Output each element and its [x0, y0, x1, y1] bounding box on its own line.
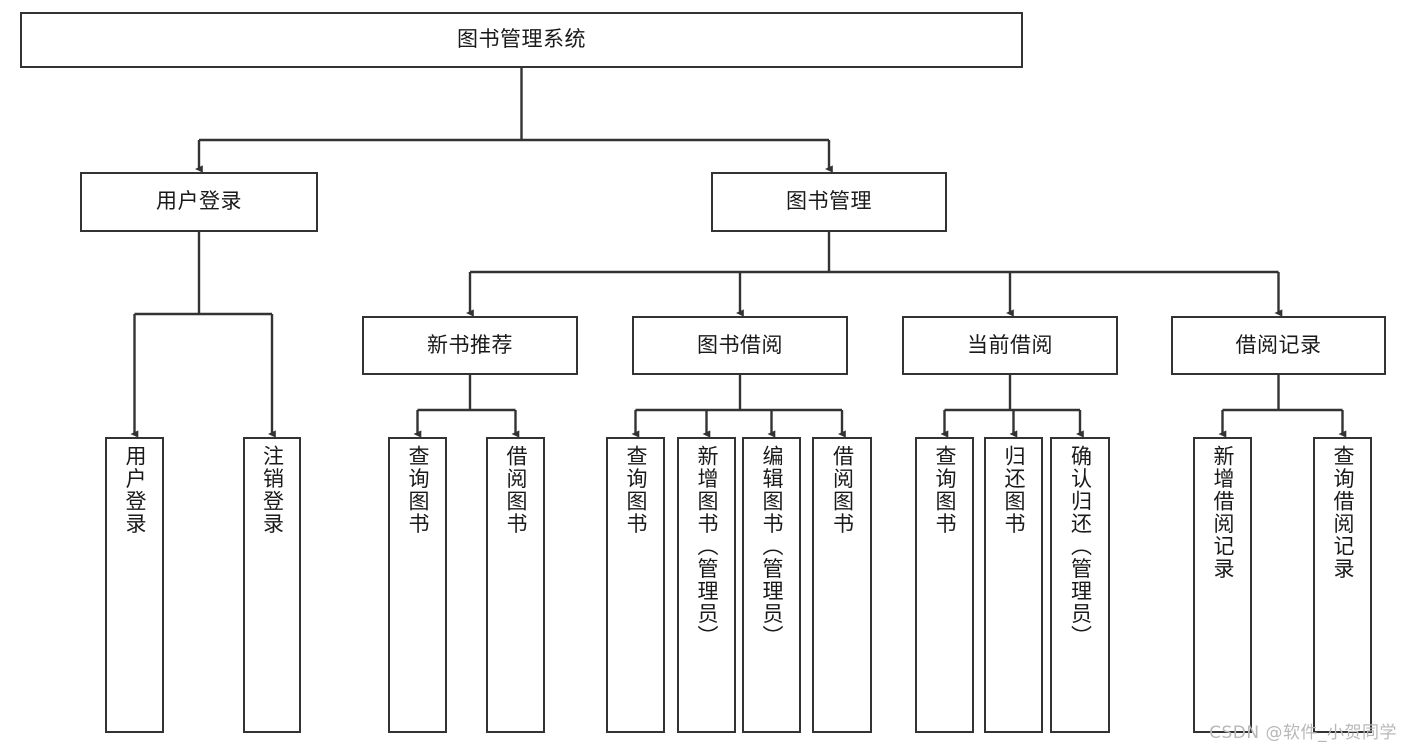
- node-label: 查询图书: [624, 445, 648, 535]
- node-leaf-add-record[interactable]: 新增借阅记录: [1193, 437, 1252, 733]
- node-label: 查询图书: [406, 445, 430, 535]
- edge-path-group: [130, 68, 1347, 438]
- node-label: 用户登录: [156, 189, 242, 214]
- node-label: 当前借阅: [967, 332, 1053, 357]
- node-leaf-query-book-3[interactable]: 查询图书: [915, 437, 974, 733]
- node-leaf-borrow-book-2[interactable]: 借阅图书: [812, 437, 872, 733]
- node-root[interactable]: 图书管理系统: [20, 12, 1023, 68]
- node-borrow-record[interactable]: 借阅记录: [1171, 316, 1386, 375]
- node-new-book-rec[interactable]: 新书推荐: [362, 316, 578, 375]
- node-leaf-confirm-return[interactable]: 确认归还（管理员）: [1050, 437, 1110, 733]
- node-label: 新增借阅记录: [1211, 445, 1235, 580]
- node-user-login[interactable]: 用户登录: [80, 172, 318, 232]
- node-label: 新书推荐: [427, 332, 513, 357]
- node-label: 借阅图书: [504, 445, 528, 535]
- node-leaf-add-book[interactable]: 新增图书（管理员）: [677, 437, 736, 733]
- node-label: 图书借阅: [697, 332, 783, 357]
- node-label: 归还图书: [1002, 445, 1026, 535]
- node-label: 借阅图书: [830, 445, 855, 535]
- node-leaf-user-login[interactable]: 用户登录: [105, 437, 164, 733]
- node-leaf-query-book-1[interactable]: 查询图书: [388, 437, 447, 733]
- node-leaf-return-book[interactable]: 归还图书: [984, 437, 1043, 733]
- node-label: 图书管理系统: [457, 27, 586, 52]
- node-label: 确认归还（管理员）: [1068, 445, 1093, 648]
- node-leaf-edit-book[interactable]: 编辑图书（管理员）: [742, 437, 801, 733]
- node-leaf-query-record[interactable]: 查询借阅记录: [1313, 437, 1372, 733]
- node-label: 查询图书: [933, 445, 957, 535]
- node-leaf-query-book-2[interactable]: 查询图书: [606, 437, 665, 733]
- node-label: 新增图书（管理员）: [695, 445, 719, 648]
- node-book-borrow[interactable]: 图书借阅: [632, 316, 848, 375]
- node-label: 编辑图书（管理员）: [760, 445, 784, 648]
- node-label: 借阅记录: [1235, 332, 1322, 357]
- node-leaf-user-logout[interactable]: 注销登录: [243, 437, 301, 733]
- node-book-mgmt[interactable]: 图书管理: [711, 172, 947, 232]
- node-label: 用户登录: [123, 445, 147, 535]
- node-label: 注销登录: [260, 445, 285, 535]
- node-leaf-borrow-book-1[interactable]: 借阅图书: [486, 437, 545, 733]
- node-label: 查询借阅记录: [1331, 445, 1355, 580]
- node-current-borrow[interactable]: 当前借阅: [902, 316, 1118, 375]
- node-label: 图书管理: [786, 189, 872, 214]
